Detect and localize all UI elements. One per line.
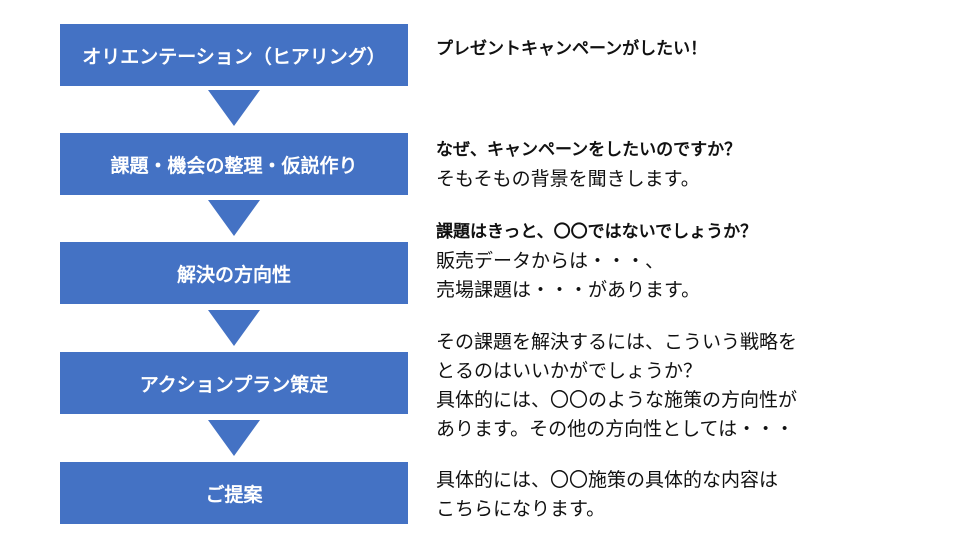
note-solution-direction: 課題はきっと、〇〇ではないでしょうか？ 販売データからは・・・、 売場課題は・・… [436, 218, 936, 305]
note-line: 販売データからは・・・、 [436, 250, 665, 272]
flow-step-label: ご提案 [205, 483, 263, 506]
flow-step-label: 解決の方向性 [176, 263, 291, 286]
flow-step-label: オリエンテーション（ヒアリング） [82, 45, 386, 68]
note-proposal: 具体的には、〇〇施策の具体的な内容は こちらになります。 [436, 466, 936, 524]
note-orientation: プレゼントキャンペーンがしたい！ [436, 35, 936, 64]
note-line: なぜ、キャンペーンをしたいのですか？ [436, 140, 742, 160]
flow-step-action-plan: アクションプラン策定 [60, 352, 408, 414]
flow-step-label: アクションプラン策定 [139, 373, 329, 396]
down-arrow-icon [208, 90, 260, 126]
flow-step-issue-hypothesis: 課題・機会の整理・仮説作り [60, 133, 408, 195]
flow-step-proposal: ご提案 [60, 462, 408, 524]
down-arrow-icon [208, 310, 260, 346]
note-line: あります。その他の方向性としては・・・ [436, 418, 795, 440]
note-line: そもそもの背景を聞きします。 [436, 168, 700, 190]
note-line: とるのはいいかがでしょうか？ [436, 360, 703, 382]
down-arrow-icon [208, 200, 260, 236]
note-line: その課題を解決するには、こういう戦略を [436, 331, 798, 353]
note-issue-hypothesis: なぜ、キャンペーンをしたいのですか？ そもそもの背景を聞きします。 [436, 136, 936, 194]
note-line: 課題はきっと、〇〇ではないでしょうか？ [436, 222, 758, 242]
down-arrow-icon [208, 420, 260, 456]
note-line: 具体的には、〇〇施策の具体的な内容は [436, 469, 779, 491]
note-line: 売場課題は・・・があります。 [436, 279, 701, 301]
flow-step-orientation: オリエンテーション（ヒアリング） [60, 24, 408, 86]
note-line: プレゼントキャンペーンがしたい！ [436, 39, 708, 59]
note-line: 具体的には、〇〇のような施策の方向性が [436, 389, 798, 411]
note-line: こちらになります。 [436, 498, 606, 520]
note-action-plan: その課題を解決するには、こういう戦略を とるのはいいかがでしょうか？ 具体的には… [436, 328, 936, 444]
flow-step-solution-direction: 解決の方向性 [60, 242, 408, 304]
flow-step-label: 課題・機会の整理・仮説作り [110, 154, 358, 177]
